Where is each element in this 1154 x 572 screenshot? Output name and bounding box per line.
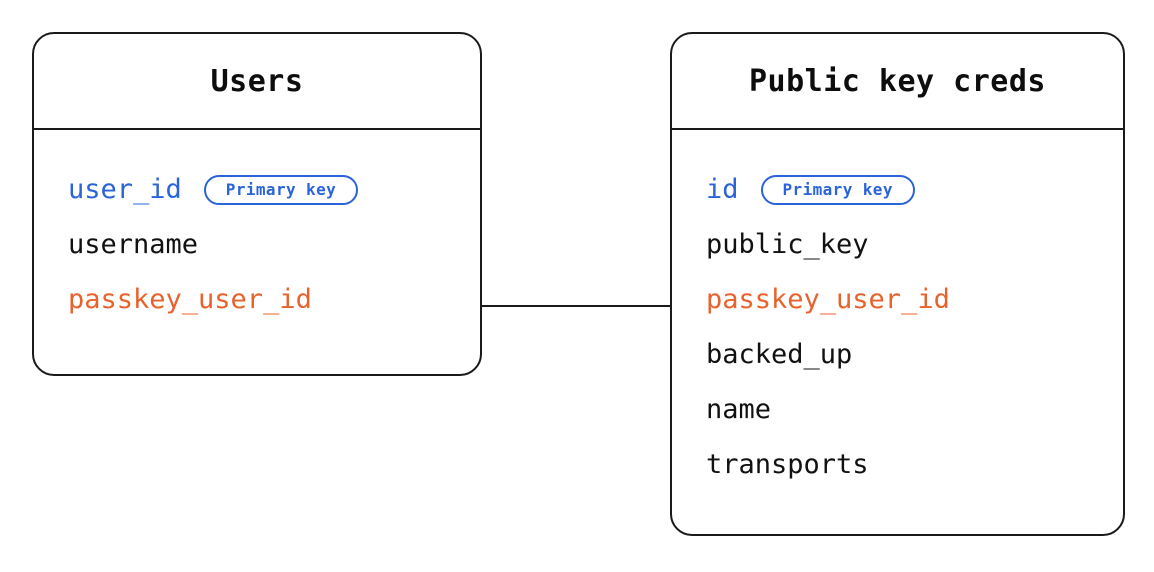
field-name-id: id: [706, 174, 739, 205]
field-row[interactable]: public_key: [672, 217, 1123, 272]
relationship-connector-line: [481, 305, 671, 307]
field-row[interactable]: passkey_user_id: [34, 272, 480, 327]
entity-users-field-list: user_id Primary key username passkey_use…: [34, 130, 480, 327]
primary-key-badge-label: Primary key: [782, 179, 893, 199]
field-name-name: name: [706, 394, 772, 425]
entity-public-key-creds-title: Public key creds: [749, 63, 1046, 99]
entity-users-title: Users: [210, 63, 304, 99]
field-name-transports: transports: [706, 449, 869, 480]
field-row[interactable]: backed_up: [672, 327, 1123, 382]
field-row[interactable]: user_id Primary key: [34, 162, 480, 217]
entity-public-key-creds-field-list: id Primary key public_key passkey_user_i…: [672, 130, 1123, 492]
primary-key-badge: Primary key: [203, 174, 359, 205]
entity-users[interactable]: Users user_id Primary key username passk…: [32, 32, 482, 376]
field-row[interactable]: name: [672, 382, 1123, 437]
field-name-passkey-user-id: passkey_user_id: [706, 284, 950, 315]
primary-key-badge: Primary key: [760, 174, 915, 205]
field-name-public-key: public_key: [706, 229, 869, 260]
field-name-user-id: user_id: [68, 174, 182, 205]
entity-users-header: Users: [34, 34, 480, 130]
field-row[interactable]: transports: [672, 437, 1123, 492]
field-name-username: username: [68, 229, 199, 260]
field-row[interactable]: id Primary key: [672, 162, 1123, 217]
primary-key-badge-label: Primary key: [225, 179, 337, 199]
field-name-backed-up: backed_up: [706, 339, 853, 370]
field-name-passkey-user-id: passkey_user_id: [68, 284, 312, 315]
entity-public-key-creds[interactable]: Public key creds id Primary key public_k…: [670, 32, 1125, 536]
entity-public-key-creds-header: Public key creds: [672, 34, 1123, 130]
field-row[interactable]: username: [34, 217, 480, 272]
field-row[interactable]: passkey_user_id: [672, 272, 1123, 327]
